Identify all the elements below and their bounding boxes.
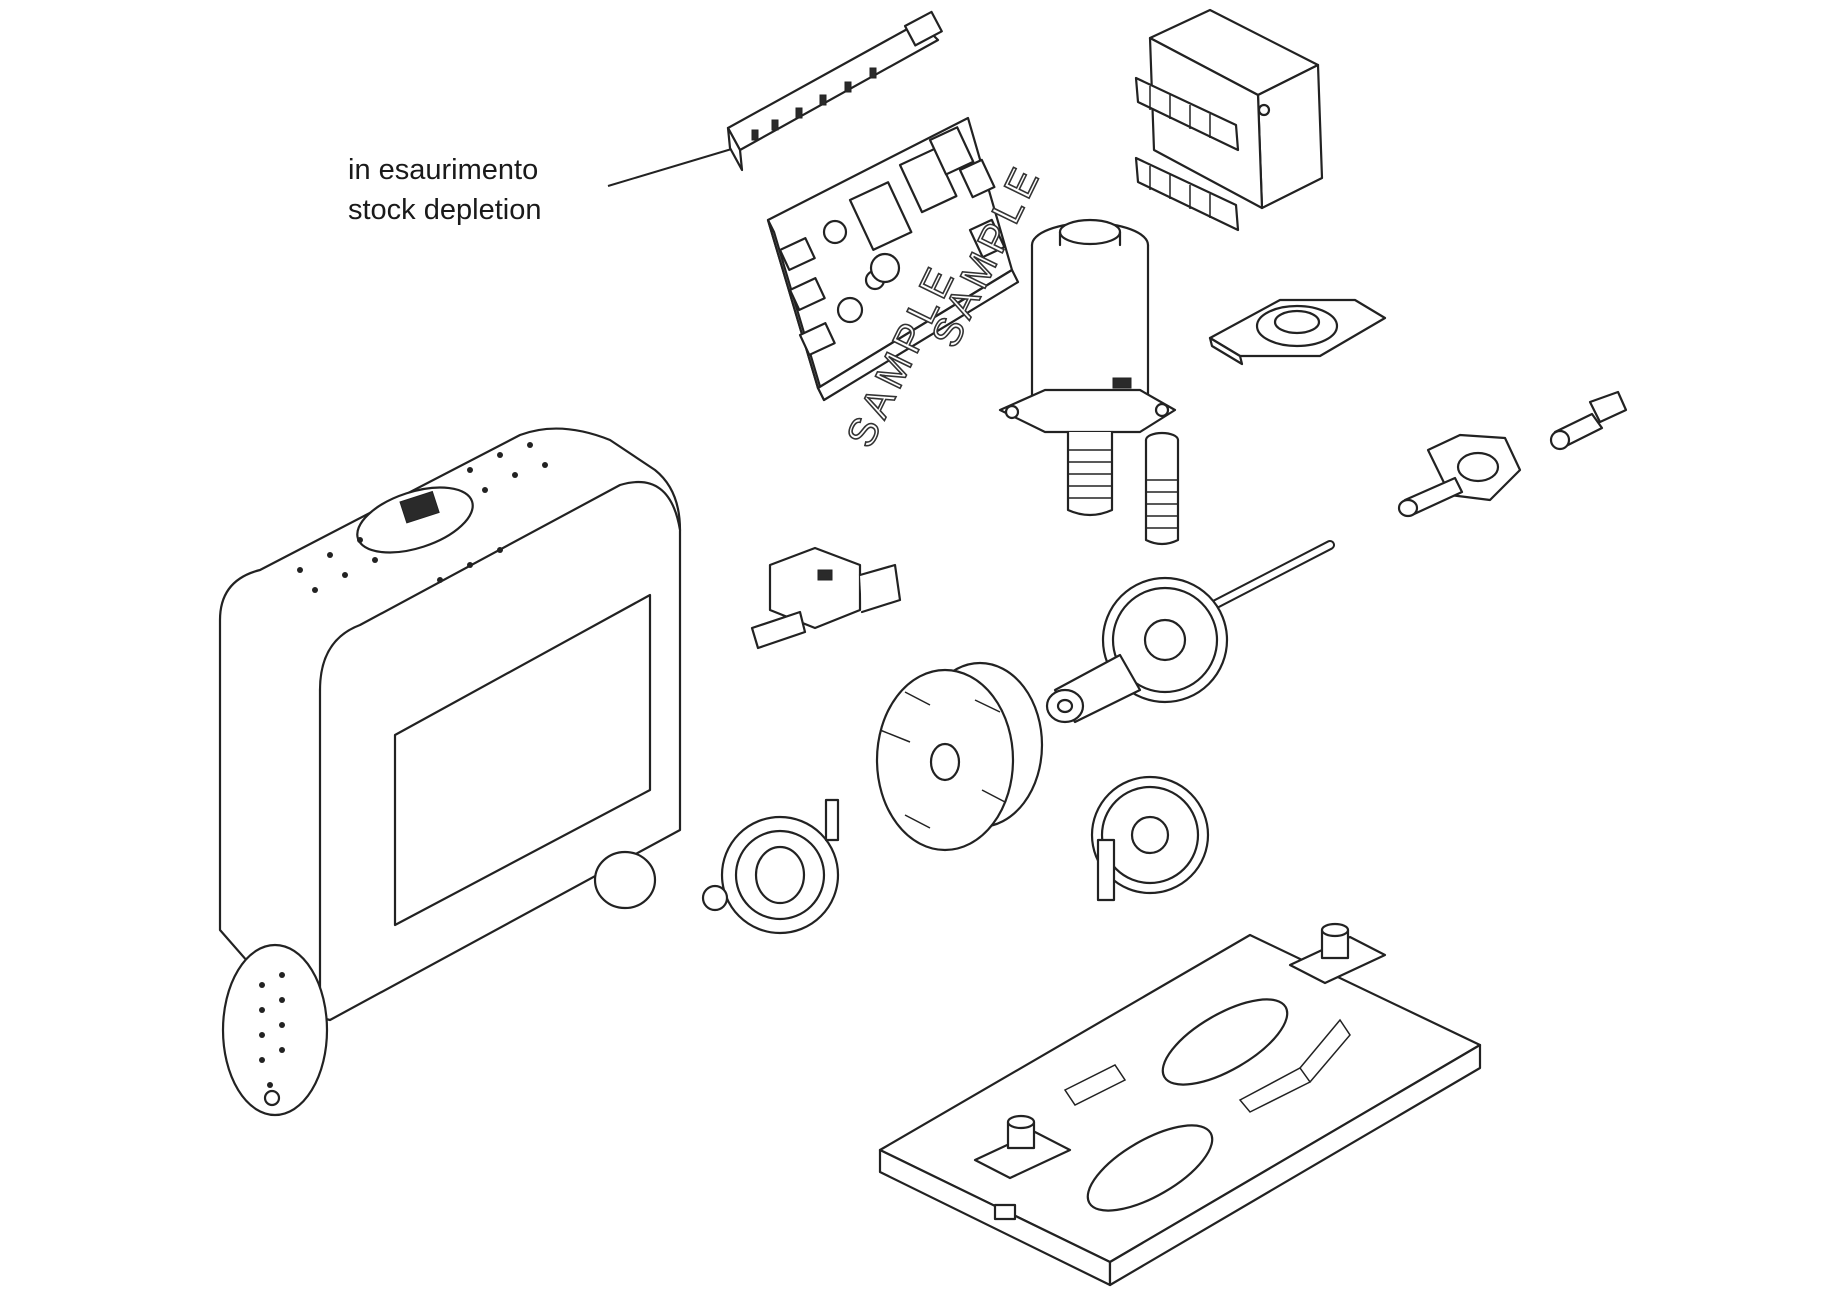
callout-line-italian: in esaurimento: [348, 154, 539, 186]
limit-switch: [750, 546, 902, 650]
lower-gear: [1090, 775, 1210, 902]
transformer: [1134, 8, 1324, 232]
control-board: SAMPLE SAMPLE: [766, 116, 1051, 455]
stock-depletion-callout: in esaurimento stock depletion: [348, 150, 541, 230]
bearing-flange: [1208, 298, 1387, 366]
pinion-gear: [701, 798, 840, 935]
callout-line-english: stock depletion: [348, 194, 542, 226]
release-shaft: [1397, 433, 1522, 518]
motor: [998, 218, 1177, 517]
clutch-drum: [875, 661, 1044, 852]
worm-screw: [1144, 431, 1180, 546]
output-gear-assembly: [1045, 540, 1335, 724]
base-plate: [878, 922, 1482, 1287]
callout-leader-line: [607, 144, 746, 187]
display-board: [726, 10, 943, 172]
release-key: [1549, 390, 1628, 451]
logo-badge-icon: [399, 490, 440, 524]
housing-cover: [218, 427, 682, 1117]
